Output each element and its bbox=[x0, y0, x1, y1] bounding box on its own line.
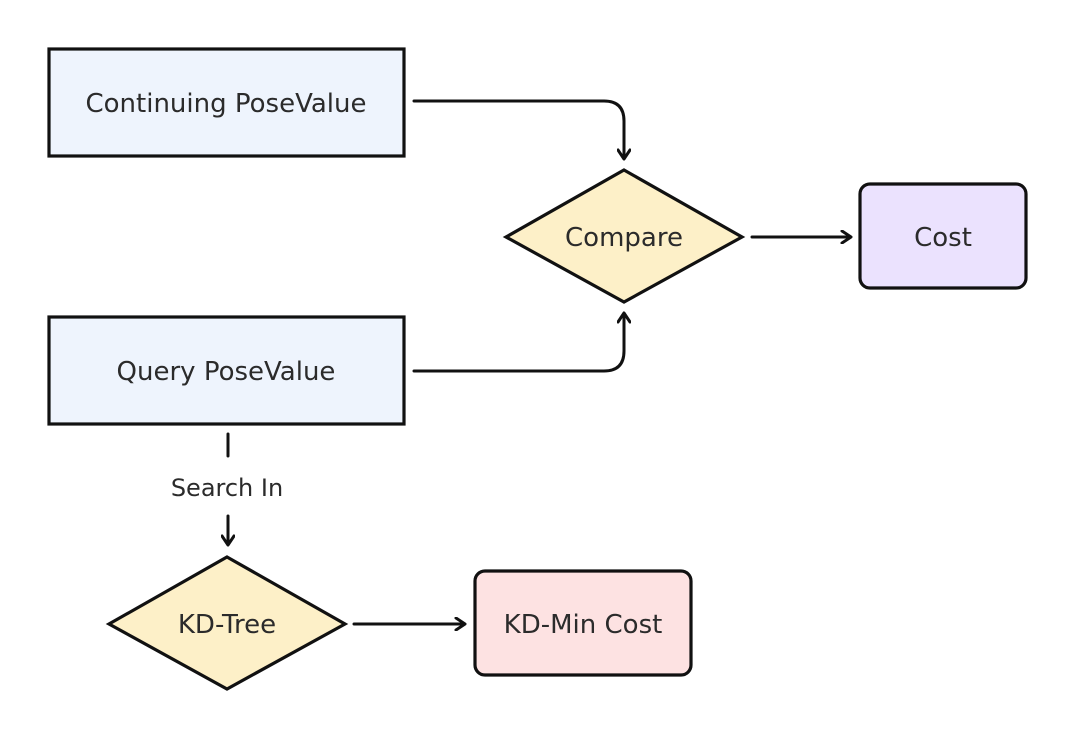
node-cost-label: Cost bbox=[914, 223, 972, 253]
node-continuing-posevalue[interactable]: Continuing PoseValue bbox=[47, 47, 406, 158]
node-continuing-posevalue-box bbox=[47, 47, 406, 158]
node-kd-min-cost[interactable]: KD-Min Cost bbox=[473, 569, 693, 677]
node-kd-min-cost-box bbox=[473, 569, 693, 677]
node-kd-tree-diamond bbox=[105, 555, 349, 691]
node-compare-label: Compare bbox=[565, 223, 683, 253]
node-query-posevalue-box bbox=[47, 315, 406, 426]
node-cost-box bbox=[858, 182, 1028, 290]
node-kd-min-cost-label: KD-Min Cost bbox=[504, 610, 663, 640]
node-kd-tree[interactable]: KD-Tree bbox=[105, 555, 349, 691]
edge-continuing-to-compare bbox=[412, 99, 624, 158]
node-compare-diamond bbox=[502, 168, 746, 304]
node-query-posevalue[interactable]: Query PoseValue bbox=[47, 315, 406, 426]
node-kd-tree-label: KD-Tree bbox=[178, 610, 276, 640]
node-continuing-posevalue-label: Continuing PoseValue bbox=[86, 89, 367, 119]
edge-label-search-in: Search In bbox=[171, 474, 283, 502]
node-compare[interactable]: Compare bbox=[502, 168, 746, 304]
edge-query-to-compare bbox=[412, 314, 624, 373]
node-cost[interactable]: Cost bbox=[858, 182, 1028, 290]
node-query-posevalue-label: Query PoseValue bbox=[117, 357, 336, 387]
